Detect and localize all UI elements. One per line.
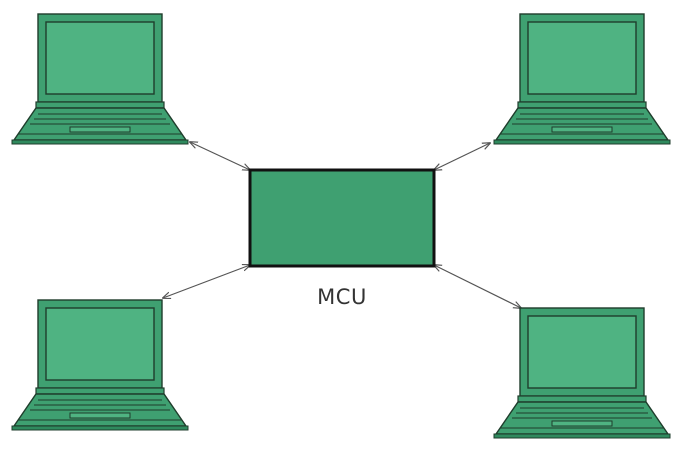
link-arrow-top-left bbox=[190, 142, 250, 170]
link-arrow-bottom-right bbox=[434, 265, 521, 308]
laptop-bottom-right-icon bbox=[493, 307, 671, 439]
link-arrow-bottom-left bbox=[163, 265, 250, 298]
link-arrow-top-right bbox=[434, 143, 490, 170]
laptop-top-right-icon bbox=[493, 13, 671, 145]
laptop-top-left-icon bbox=[11, 13, 189, 145]
mcu-box bbox=[248, 168, 436, 268]
laptop-bottom-left-icon bbox=[11, 299, 189, 431]
mcu-label: MCU bbox=[317, 285, 367, 309]
